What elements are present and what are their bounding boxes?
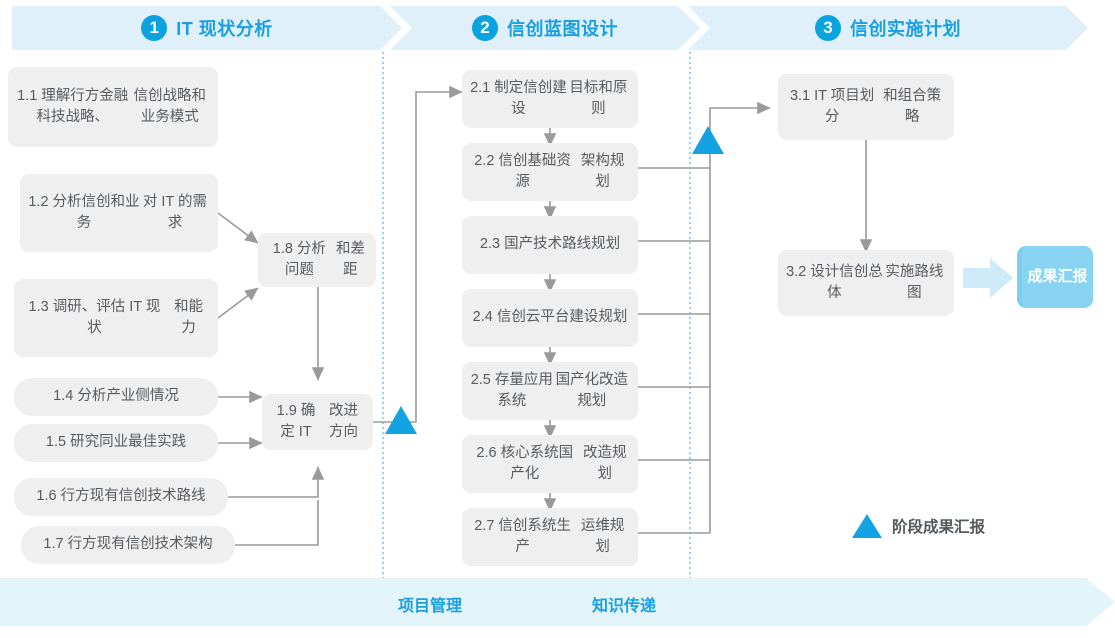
connector-16-to-19 xyxy=(228,466,325,498)
footer-label-knowledge-transfer: 知识传递 xyxy=(592,598,657,615)
node-1-4[interactable]: 1.4 分析产业侧情况 xyxy=(14,378,218,416)
connector-17-to-19 xyxy=(235,500,319,546)
result-arrow xyxy=(963,258,1013,298)
node-3-1[interactable]: 3.1 IT 项目划分和组合策略 xyxy=(778,74,954,140)
node-1-5[interactable]: 1.5 研究同业最佳实践 xyxy=(14,424,218,462)
phase-title-2: 信创蓝图设计 xyxy=(507,19,618,39)
node-2-2[interactable]: 2.2 信创基础资源架构规划 xyxy=(462,143,638,201)
legend-label: 阶段成果汇报 xyxy=(892,519,986,536)
band-shape-2 xyxy=(390,6,700,50)
connector-13-to-18 xyxy=(217,287,259,319)
node-1-7[interactable]: 1.7 行方现有信创技术架构 xyxy=(21,526,235,564)
node-1-1[interactable]: 1.1 理解行方金融科技战略、信创战略和业务模式 xyxy=(8,67,218,147)
phase-number-3: 3 xyxy=(815,15,841,41)
phase-number-1: 1 xyxy=(141,15,168,41)
milestone-triangle-phase1 xyxy=(385,406,417,434)
connector-12-to-18 xyxy=(217,212,259,244)
legend: 阶段成果汇报 xyxy=(852,514,985,538)
band-shape-1 xyxy=(12,6,402,50)
node-2-3[interactable]: 2.3 国产技术路线规划 xyxy=(462,216,638,274)
node-2-7[interactable]: 2.7 信创系统生产运维规划 xyxy=(462,508,638,566)
node-1-3[interactable]: 1.3 调研、评估 IT 现状和能力 xyxy=(14,279,218,357)
node-2-4[interactable]: 2.4 信创云平台建设规划 xyxy=(462,289,638,347)
phase-title-3: 信创实施计划 xyxy=(850,19,961,39)
footer-band xyxy=(0,578,1115,626)
phase-band-2: 2 信创蓝图设计 xyxy=(390,6,700,50)
node-1-8[interactable]: 1.8 分析问题和差距 xyxy=(258,233,376,287)
node-1-2[interactable]: 1.2 分析信创和业务对 IT 的需求 xyxy=(20,174,218,252)
triangle-marker-icon xyxy=(852,514,882,538)
connector-19-to-21 xyxy=(373,85,463,423)
milestone-triangle-phase2 xyxy=(692,126,724,154)
result-chip[interactable]: 成果汇报 xyxy=(1017,246,1093,308)
node-2-5[interactable]: 2.5 存量应用系统国产化改造规划 xyxy=(462,362,638,420)
footer-label-project-management: 项目管理 xyxy=(398,598,463,615)
node-3-2[interactable]: 3.2 设计信创总体实施路线图 xyxy=(778,250,954,316)
phase-title-1: IT 现状分析 xyxy=(176,19,273,39)
node-2-6[interactable]: 2.6 核心系统国产化改造规划 xyxy=(462,435,638,493)
node-2-1[interactable]: 2.1 制定信创建设目标和原则 xyxy=(462,70,638,128)
band-shape-3 xyxy=(688,6,1088,50)
phase-band-1: 1 IT 现状分析 xyxy=(12,6,402,50)
node-1-6[interactable]: 1.6 行方现有信创技术路线 xyxy=(14,478,228,516)
phase-band-3: 3 信创实施计划 xyxy=(688,6,1088,50)
connector-bus-to-31 xyxy=(709,101,771,533)
phase-number-2: 2 xyxy=(472,15,498,41)
